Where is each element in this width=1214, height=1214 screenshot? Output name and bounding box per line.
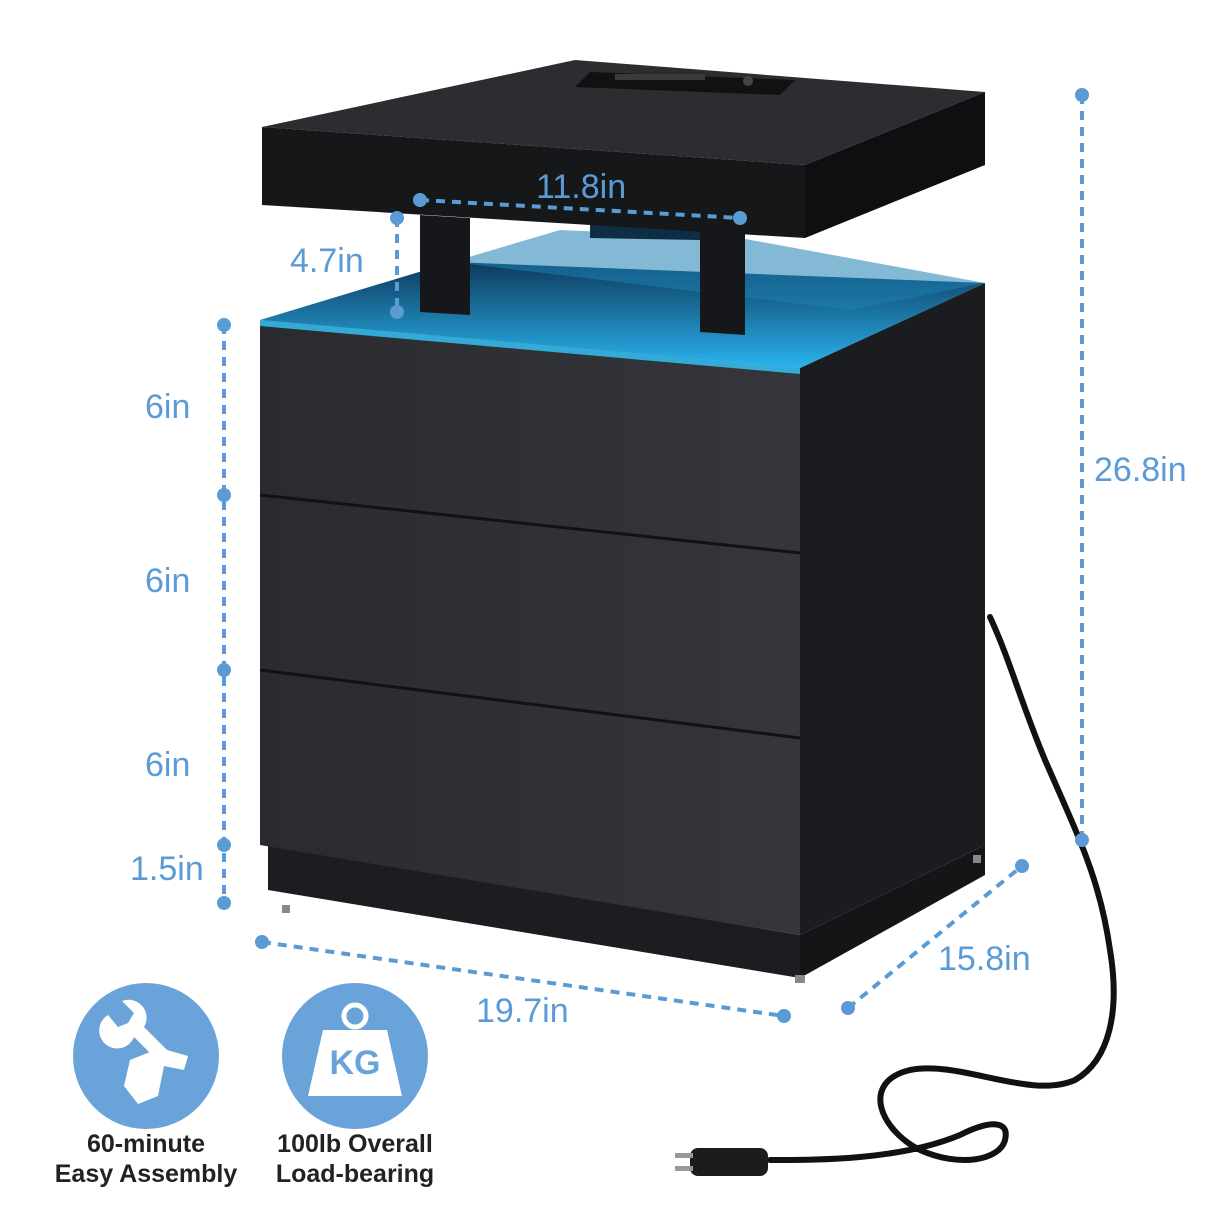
- floating-tabletop: [262, 60, 985, 238]
- label-base-height: 1.5in: [130, 850, 204, 888]
- weight-badge: KG: [330, 1044, 381, 1082]
- load-line2: Load-bearing: [276, 1160, 434, 1188]
- label-gap-height: 4.7in: [290, 242, 364, 280]
- assembly-line1: 60-minute: [87, 1130, 205, 1158]
- load-line1: 100lb Overall: [277, 1130, 433, 1158]
- cabinet-front: [259, 320, 801, 935]
- weight-kg-icon: [308, 1002, 402, 1096]
- assembly-line2: Easy Assembly: [55, 1160, 238, 1188]
- wrench-hand-icon: [99, 999, 188, 1104]
- label-inner-width: 11.8in: [536, 168, 626, 206]
- label-drawer-2: 6in: [145, 562, 190, 600]
- cabinet-side: [800, 283, 985, 935]
- power-plug-icon: [675, 1148, 768, 1176]
- dimension-drawer-chain: [217, 318, 231, 910]
- cabinet-base: [268, 845, 985, 983]
- dimension-total-height: [1075, 88, 1089, 847]
- label-drawer-3: 6in: [145, 746, 190, 784]
- dimension-gap-height: [390, 211, 404, 319]
- dimension-depth: [841, 859, 1029, 1015]
- load-bearing-feature: [282, 983, 428, 1129]
- dimension-width: [255, 935, 791, 1023]
- power-cord: [767, 614, 1117, 1163]
- dimension-inner-width: [413, 193, 747, 225]
- label-depth: 15.8in: [938, 940, 1031, 978]
- label-total-height: 26.8in: [1094, 451, 1187, 489]
- assembly-feature: [73, 983, 219, 1129]
- charging-control-panel: [575, 72, 795, 95]
- label-width: 19.7in: [476, 992, 569, 1030]
- label-drawer-1: 6in: [145, 388, 190, 426]
